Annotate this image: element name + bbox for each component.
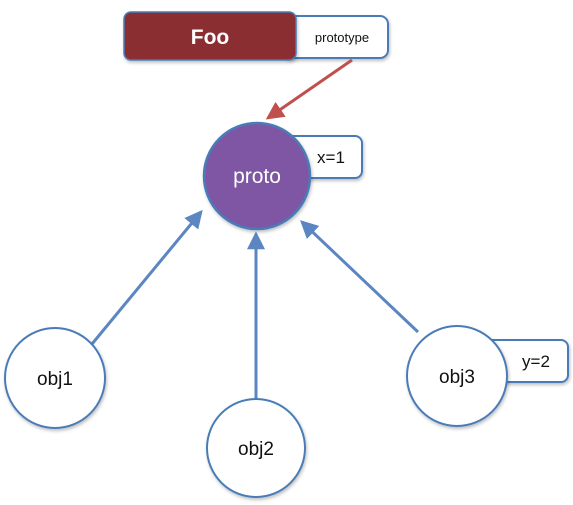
obj3-circle [406, 325, 508, 427]
obj3-prototype-arrow [300, 220, 420, 334]
foo-constructor-label: Foo [191, 26, 229, 49]
obj2-label: obj2 [238, 439, 274, 460]
obj1-node: obj1 [4, 327, 106, 429]
obj3-label: obj3 [439, 367, 475, 388]
proto-label: proto [233, 165, 281, 188]
proto-circle [202, 121, 312, 231]
obj3-node: y=2 obj3 [406, 325, 569, 427]
constructor-node: prototype Foo [123, 11, 389, 61]
prototype-property-label: prototype [315, 30, 369, 45]
obj2-circle [206, 398, 306, 498]
obj2-node: obj2 [206, 398, 306, 498]
x-property-label: x=1 [317, 148, 345, 167]
obj1-label: obj1 [37, 369, 73, 390]
foo-constructor-box [123, 11, 297, 61]
y-property-label: y=2 [522, 352, 550, 371]
proto-node: x=1 proto [202, 121, 363, 231]
obj1-circle [4, 327, 106, 429]
prototype-link-arrow [265, 58, 353, 120]
obj1-prototype-arrow [90, 209, 203, 345]
